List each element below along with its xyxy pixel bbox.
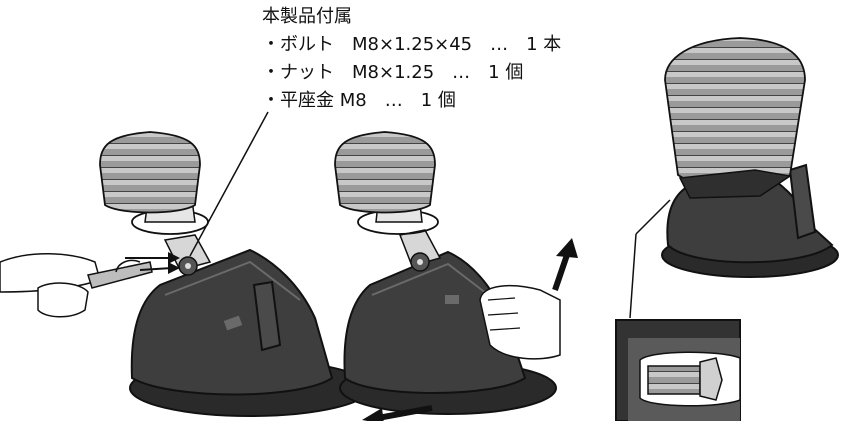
inset-detail <box>615 319 741 422</box>
arrow-bolt-1 <box>125 252 180 264</box>
hand-middle <box>479 284 561 360</box>
reflector-left <box>99 131 209 235</box>
arrow-left <box>362 405 433 424</box>
arrow-up <box>552 238 578 291</box>
reflector-middle <box>334 131 439 235</box>
arrow-bolt-2 <box>139 262 180 274</box>
bracket-middle <box>398 229 442 272</box>
inset-leader <box>629 199 671 319</box>
wrench-hand-left <box>0 253 153 318</box>
stand-base-left <box>129 248 371 417</box>
caption-title: 本製品付属 <box>262 6 352 27</box>
reflector-right <box>664 37 806 199</box>
caption-item-washer: ・平座金 M8 … 1 個 <box>262 90 456 111</box>
caption-item-nut: ・ナット M8×1.25 … 1 個 <box>262 62 524 83</box>
stand-base-middle <box>339 250 557 415</box>
caption-item-bolt: ・ボルト M8×1.25×45 … 1 本 <box>262 34 562 55</box>
leader-line <box>189 111 269 257</box>
